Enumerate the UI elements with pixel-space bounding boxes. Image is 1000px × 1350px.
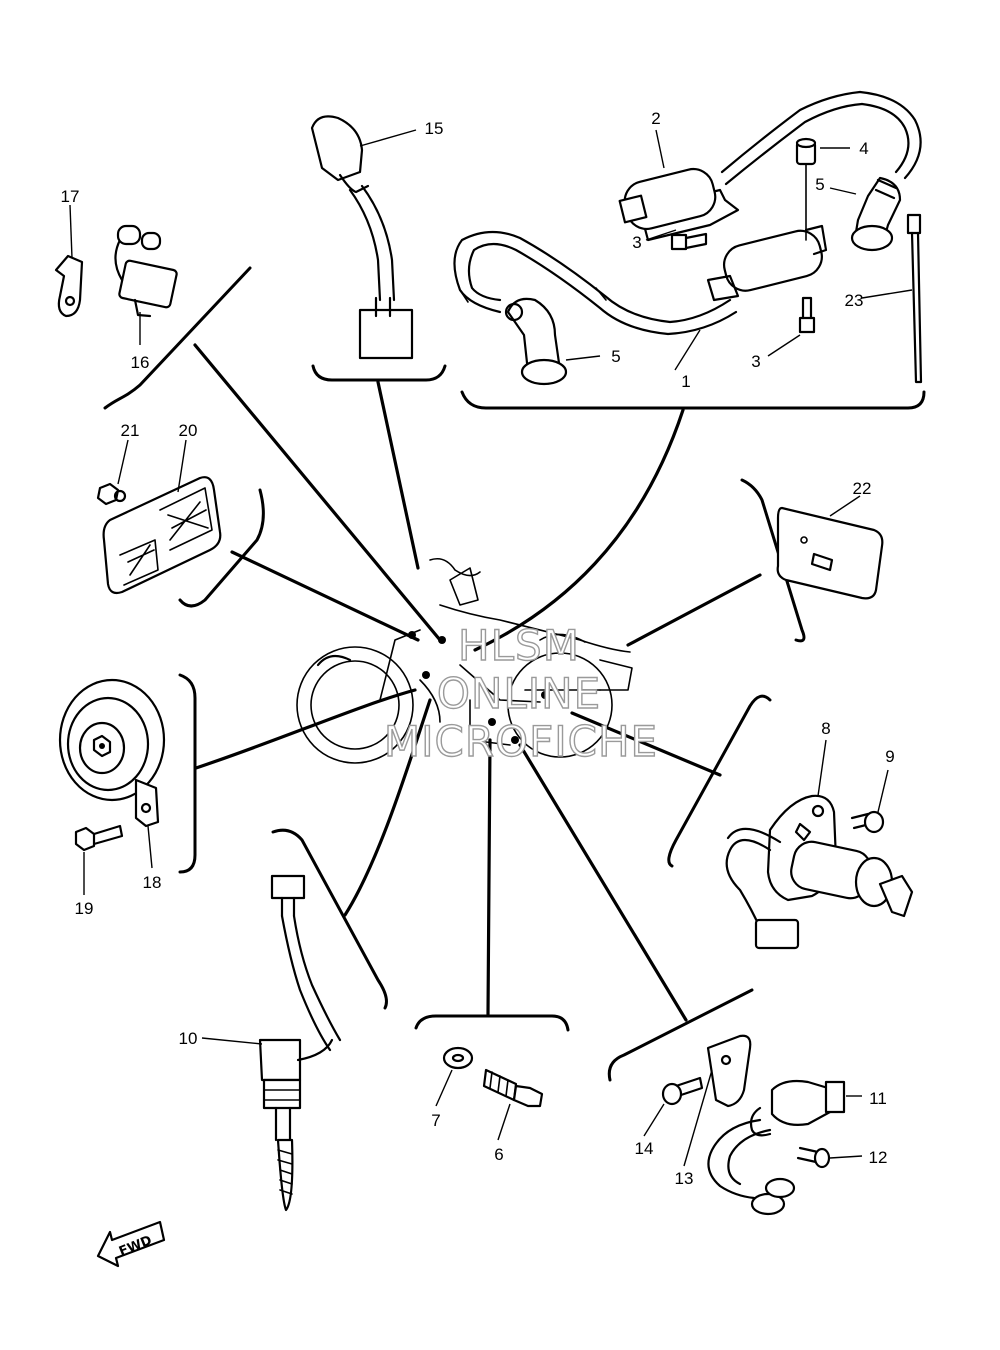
motorcycle-silhouette [296,557,633,764]
group-brackets [103,266,926,1082]
reflector-nut [96,482,127,506]
callout-18: 18 [143,873,162,892]
callout-21: 21 [121,421,140,440]
bracket-bolt [661,1076,704,1106]
callout-lines [69,129,913,1167]
callout-3-upper: 3 [632,233,641,252]
callout-15: 15 [425,119,444,138]
callout-13: 13 [675,1169,694,1188]
callout-20: 20 [179,421,198,440]
watermark-line-3: MICROFICHE [384,717,658,766]
callout-2: 2 [651,109,660,128]
reflector-left [102,476,222,595]
bolt-upper [670,232,708,251]
callout-7: 7 [431,1111,440,1130]
bolt-lower [798,296,816,334]
washer [442,1046,474,1070]
callout-23: 23 [845,291,864,310]
leader-lines [193,343,762,1022]
ground-bolt [482,1068,544,1108]
thermo-sensor [258,874,342,1212]
neutral-switch [310,115,414,360]
watermark-line-2: ONLINE [437,669,601,718]
callout-5-left: 5 [611,347,620,366]
spark-plug-cap-right [850,176,902,252]
switch-bracket [706,1034,752,1108]
cable-tie [906,213,923,384]
main-switch [725,794,914,950]
collar [795,137,817,241]
callout-16: 16 [131,353,150,372]
main-switch-screw [850,810,885,834]
ignition-coil-assembly [453,90,922,336]
spark-plug-cap-left [504,297,568,386]
callout-19: 19 [75,899,94,918]
relay-bracket [54,254,84,318]
callout-8: 8 [821,719,830,738]
callout-numbers: 1 2 3 3 4 5 5 6 7 8 9 10 11 12 13 14 15 … [61,109,895,1188]
relay [114,224,178,318]
callout-6: 6 [494,1145,503,1164]
callout-14: 14 [635,1139,654,1158]
callout-9: 9 [885,747,894,766]
horn [58,678,166,828]
callout-5-right: 5 [815,175,824,194]
callout-12: 12 [869,1148,888,1167]
callout-4: 4 [859,139,868,158]
reflector-right [776,506,884,600]
horn-bolt [74,824,124,852]
callout-22: 22 [853,479,872,498]
callout-11: 11 [869,1089,887,1108]
callout-1: 1 [681,372,690,391]
stop-switch [707,1079,846,1216]
callout-3-lower: 3 [751,352,760,371]
watermark: HLSM ONLINE MICROFICHE [383,620,658,766]
stop-switch-screw [796,1146,831,1169]
callout-17: 17 [61,187,80,206]
forward-direction-arrow: FWD [96,1220,166,1268]
watermark-line-1: HLSM [458,621,580,670]
callout-10: 10 [179,1029,198,1048]
